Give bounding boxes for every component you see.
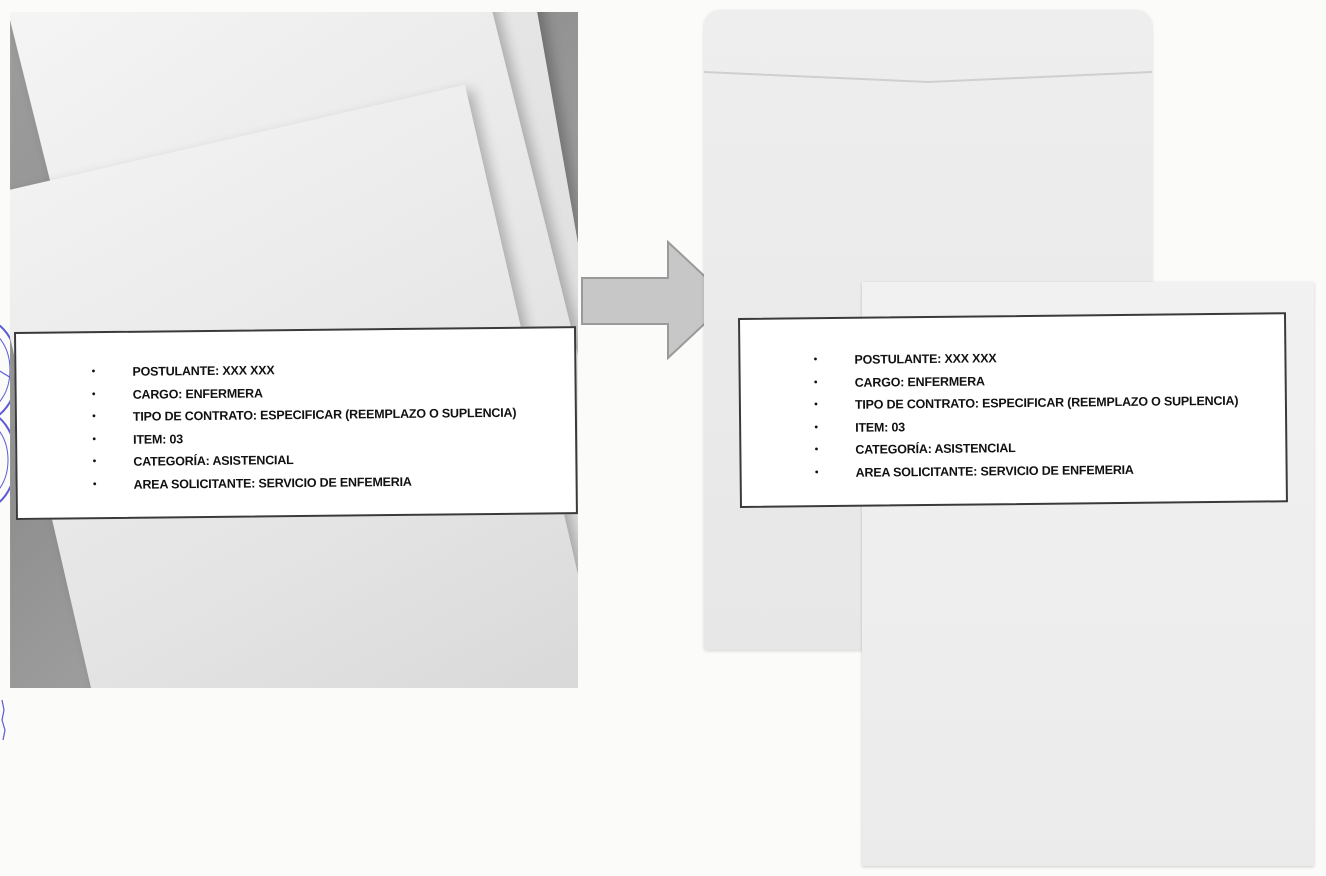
label-item: • AREA SOLICITANTE: SERVICIO DE ENFEMERIA xyxy=(89,469,517,496)
label-item-text: CARGO: ENFERMERA xyxy=(133,386,263,401)
bullet: • xyxy=(89,384,99,407)
label-list: • POSTULANTE: XXX XXX • CARGO: ENFERMERA •… xyxy=(88,357,517,496)
label-item-text: POSTULANTE: XXX XXX xyxy=(854,351,996,366)
label-list: • POSTULANTE: XXX XXX • CARGO: ENFERMERA •… xyxy=(810,345,1239,484)
label-item-text: CARGO: ENFERMERA xyxy=(855,374,985,389)
left-envelope-label: • POSTULANTE: XXX XXX • CARGO: ENFERMERA •… xyxy=(14,326,578,520)
bullet: • xyxy=(811,372,821,395)
bullet: • xyxy=(89,451,99,474)
label-item-text: TIPO DE CONTRATO: ESPECIFICAR (REEMPLAZO… xyxy=(855,394,1239,412)
label-item-text: POSTULANTE: XXX XXX xyxy=(132,363,274,378)
margin-signature-mark xyxy=(0,690,8,750)
label-item: • AREA SOLICITANTE: SERVICIO DE ENFEMERIA xyxy=(812,457,1240,484)
bullet: • xyxy=(89,406,99,429)
bullet: • xyxy=(89,474,99,497)
label-item-text: AREA SOLICITANTE: SERVICIO DE ENFEMERIA xyxy=(134,474,412,491)
envelope-flap-line xyxy=(704,70,1152,86)
bullet: • xyxy=(811,394,821,417)
label-item-text: CATEGORÍA: ASISTENCIAL xyxy=(133,453,293,469)
bullet: • xyxy=(811,439,821,462)
label-item-text: TIPO DE CONTRATO: ESPECIFICAR (REEMPLAZO… xyxy=(133,406,517,424)
bullet: • xyxy=(89,429,99,452)
label-item-text: ITEM: 03 xyxy=(133,432,183,447)
right-envelope-label: • POSTULANTE: XXX XXX • CARGO: ENFERMERA •… xyxy=(738,312,1288,508)
bullet: • xyxy=(810,349,820,372)
bullet: • xyxy=(811,417,821,440)
label-item-text: CATEGORÍA: ASISTENCIAL xyxy=(855,441,1015,457)
label-item-text: AREA SOLICITANTE: SERVICIO DE ENFEMERIA xyxy=(856,462,1134,479)
label-item-text: ITEM: 03 xyxy=(855,420,905,435)
bullet: • xyxy=(88,361,98,384)
bullet: • xyxy=(812,462,822,485)
